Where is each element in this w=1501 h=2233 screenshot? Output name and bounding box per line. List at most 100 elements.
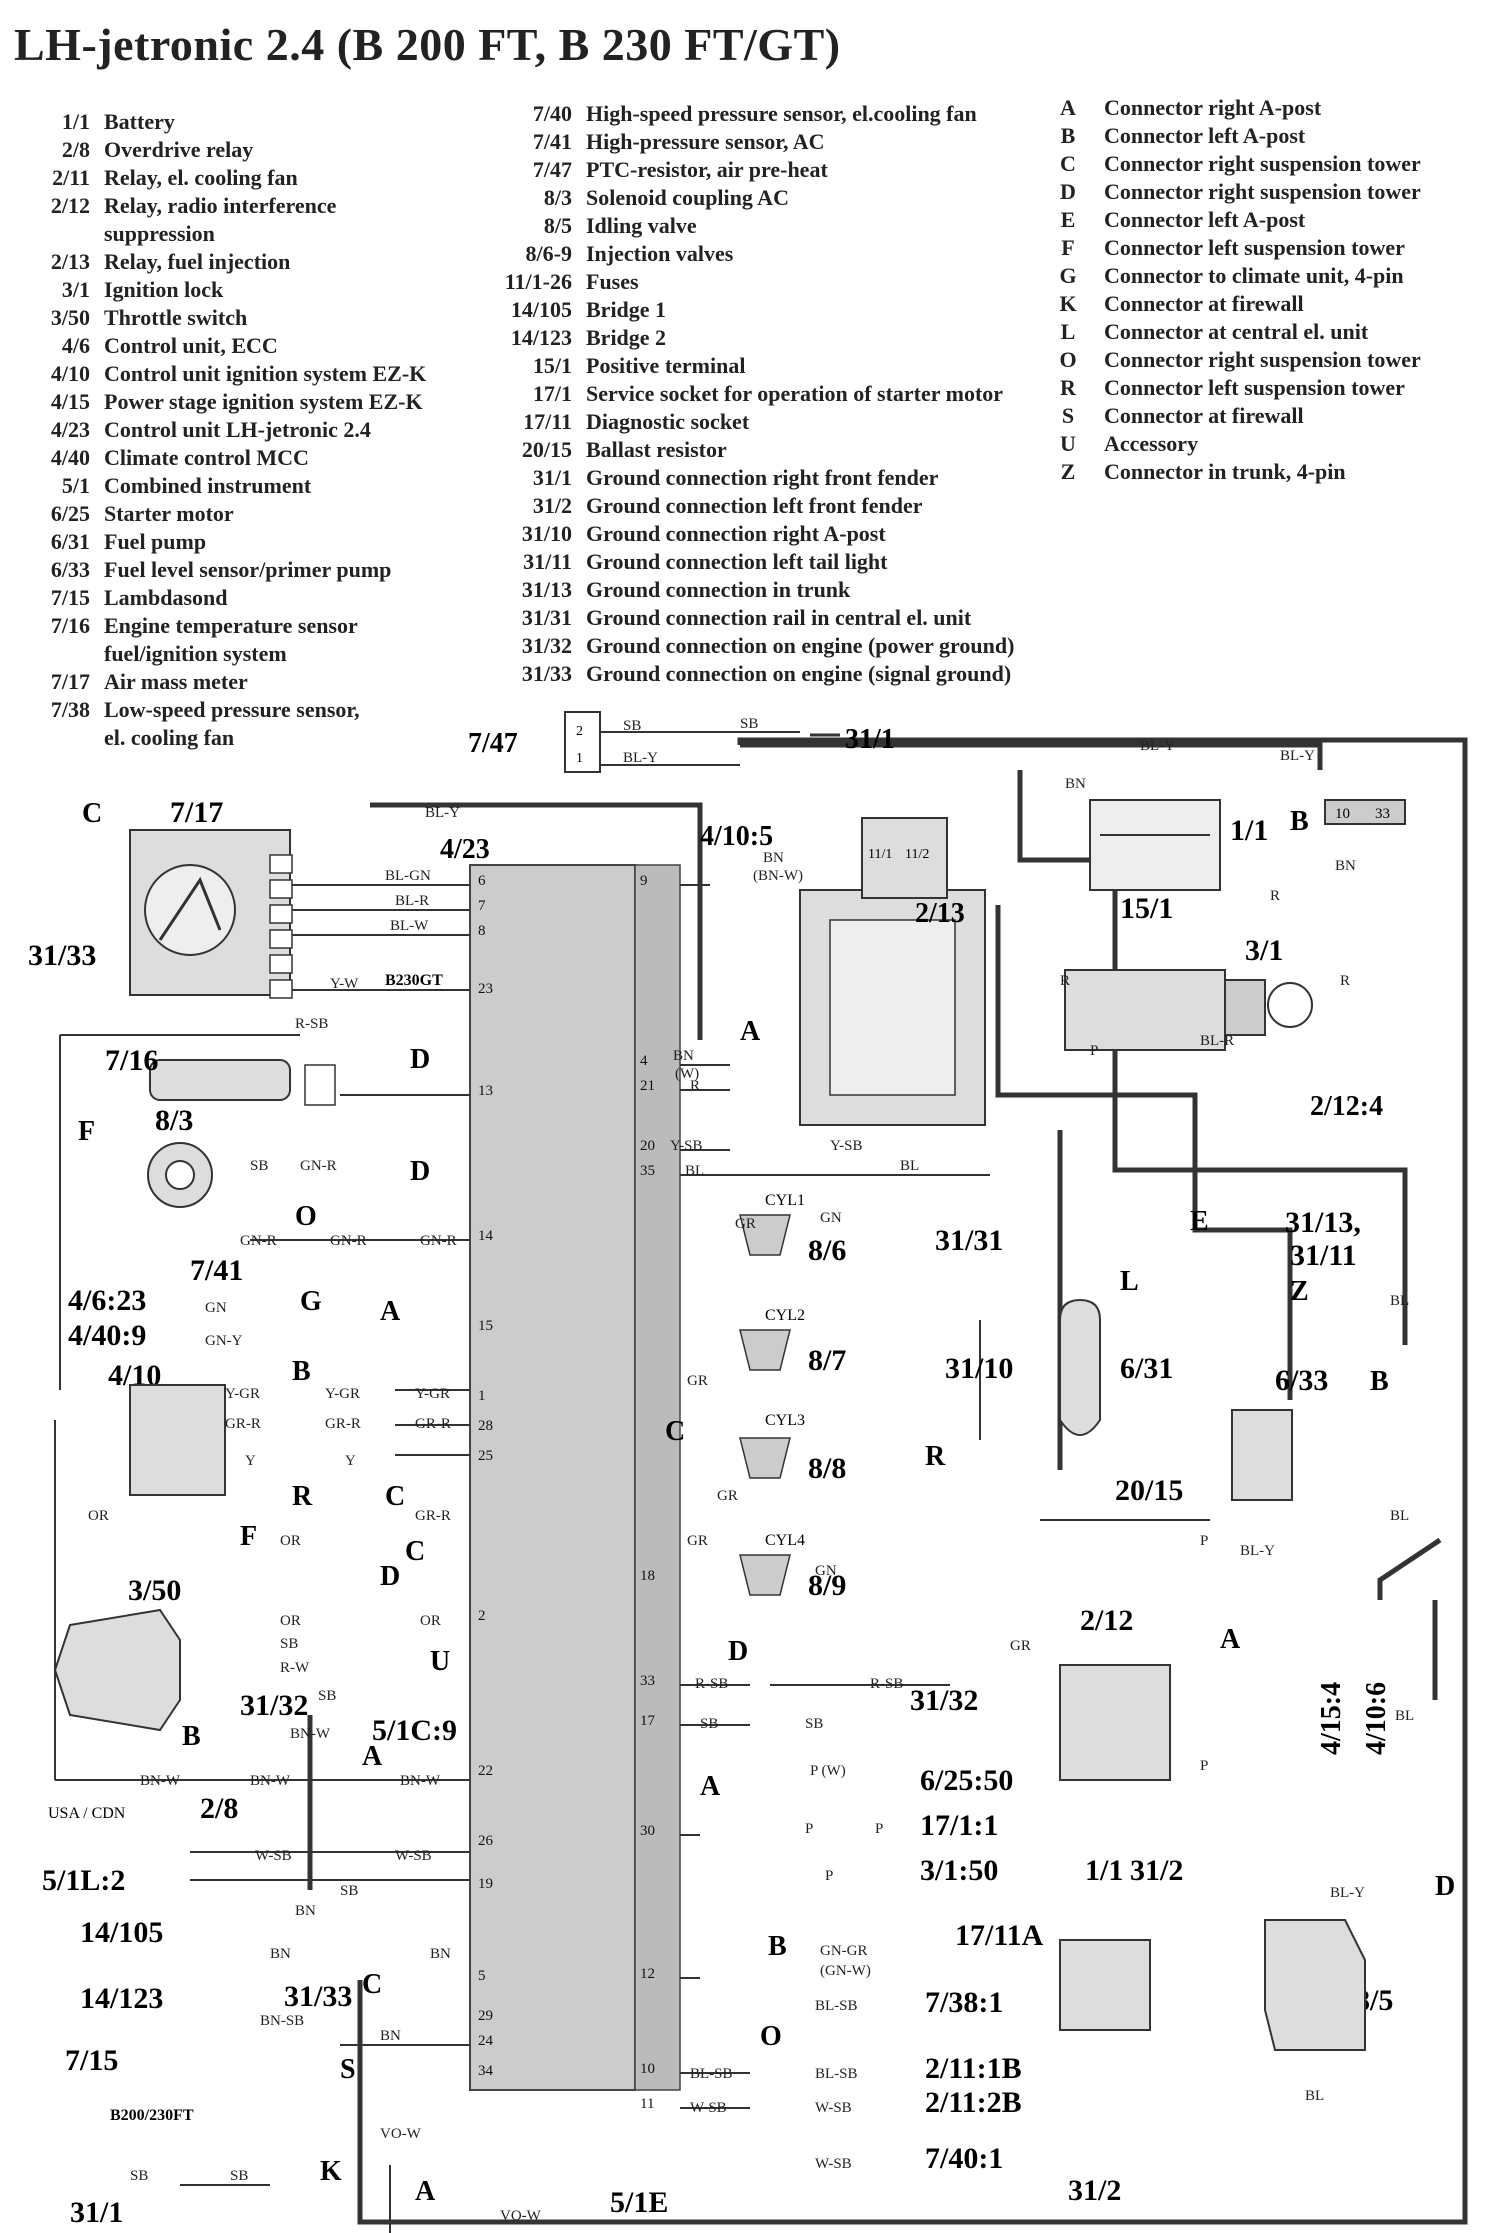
- legend-desc: Positive terminal: [586, 353, 746, 378]
- diagram-label: GR-R: [415, 1416, 451, 1432]
- legend-code: 5/1: [61, 473, 90, 498]
- diagram-label: BL-R: [395, 893, 429, 909]
- diagram-label: A: [1220, 1624, 1241, 1655]
- legend-desc: Throttle switch: [104, 305, 248, 330]
- label-starter: 6/25:50: [920, 1764, 1013, 1797]
- label-relay-fi: 2/13: [915, 898, 965, 929]
- legend-desc: Connector right suspension tower: [1104, 151, 1421, 176]
- label-gnd-1-1: 1/1: [1085, 1854, 1123, 1887]
- diagram-label: 28: [478, 1418, 493, 1434]
- diagram-label: BL-Y: [425, 805, 460, 821]
- label-ptc: 7/47: [468, 728, 518, 759]
- diagram-label: 15: [478, 1318, 493, 1334]
- diagram-label: S: [340, 2054, 356, 2085]
- diagram-label: 12: [640, 1966, 655, 1982]
- diagram-label: D: [410, 1044, 430, 1075]
- legend-desc: Ignition lock: [104, 277, 224, 302]
- diagram-label: D: [380, 1561, 400, 1592]
- label-diag: 17/11A: [955, 1919, 1044, 1952]
- legend-row: fuel/ignition system: [8, 640, 426, 668]
- diagram-label: D: [410, 1156, 430, 1187]
- fuse-11: 11/1 11/2: [861, 817, 948, 899]
- legend-row: suppression: [8, 220, 426, 248]
- diagram-label: R: [1340, 973, 1350, 989]
- label-relay-rf2: 2/12: [1080, 1604, 1133, 1637]
- diagram-label: SB: [700, 1716, 718, 1732]
- legend-code: 17/11: [523, 409, 572, 434]
- diagram-label: 23: [478, 981, 493, 997]
- legend-code: 2/12: [50, 193, 90, 218]
- label-fuel-pump: 6/31: [1120, 1352, 1173, 1385]
- label-level-sensor: 6/33: [1275, 1364, 1328, 1397]
- legend-desc: Idling valve: [586, 213, 697, 238]
- legend-desc: Connector to climate unit, 4-pin: [1104, 263, 1404, 288]
- label-variant2: B200/230FT: [110, 2107, 194, 2124]
- diagram-label: 18: [640, 1568, 655, 1584]
- legend-desc: Connector left A-post: [1104, 207, 1306, 232]
- legend-code: B: [1060, 123, 1076, 148]
- label-gnd-31-2a: 31/2: [1130, 1854, 1183, 1887]
- diagram-label: K: [320, 2156, 342, 2187]
- diagram-label: GR-R: [225, 1416, 261, 1432]
- diagram-label: P: [1090, 1043, 1098, 1059]
- diagram-label: 4: [640, 1053, 648, 1069]
- label-lambda: 7/15: [65, 2044, 118, 2077]
- diagram-label: B: [1290, 806, 1309, 837]
- legend-desc: Overdrive relay: [104, 137, 254, 162]
- legend-code: 7/40: [532, 101, 572, 126]
- label-ign-lock: 3/1: [1245, 934, 1283, 967]
- legend-desc: High-speed pressure sensor, el.cooling f…: [586, 101, 977, 126]
- legend-code: Z: [1060, 459, 1076, 484]
- legend-desc: Relay, el. cooling fan: [104, 165, 298, 190]
- legend-code: 31/32: [521, 633, 572, 658]
- diagram-label: P: [1200, 1533, 1208, 1549]
- legend-row: 3/1 Ignition lock: [8, 276, 426, 304]
- legend-desc: Ground connection on engine (power groun…: [586, 633, 1015, 658]
- label-gnd-31-10: 31/10: [945, 1352, 1013, 1385]
- label-temp-sensor: 7/16: [105, 1044, 158, 1077]
- legend-code: 7/17: [50, 669, 90, 694]
- diagram-label: SB: [623, 718, 641, 734]
- label-relay-rf: 2/12:4: [1310, 1091, 1383, 1122]
- diagram-label: W-SB: [690, 2100, 727, 2116]
- diagram-label: BN-SB: [260, 2013, 304, 2029]
- diagram-label: SB: [318, 1688, 336, 1704]
- diagram-label: B: [182, 1721, 201, 1752]
- legend-desc: Connector left suspension tower: [1104, 375, 1405, 400]
- diagram-label: Y-SB: [830, 1138, 863, 1154]
- diagram-label: R: [690, 1078, 700, 1094]
- diagram-label: GN-R: [240, 1233, 277, 1249]
- legend-code: 6/31: [50, 529, 90, 554]
- label-throttle: 3/50: [128, 1574, 181, 1607]
- air-mass-meter-7-17: 7/17: [129, 796, 293, 999]
- label-solenoid: 8/3: [155, 1104, 193, 1137]
- legend-desc: Connector at firewall: [1104, 291, 1304, 316]
- label-service: 17/1:1: [920, 1809, 998, 1842]
- legend-desc: Control unit LH-jetronic 2.4: [104, 417, 371, 442]
- diagram-label: W-SB: [255, 1848, 292, 1864]
- legend-code: 3/1: [61, 277, 90, 302]
- ptc-resistor-7-47: 21 7/47 31/1: [468, 711, 895, 773]
- diagram-label: BN: [673, 1048, 694, 1064]
- diagram-label: 13: [478, 1083, 493, 1099]
- diagram-label: P: [805, 1821, 813, 1837]
- diagram-label: SB: [130, 2168, 148, 2184]
- diagram-label: 11/1: [868, 847, 892, 862]
- diagram-label: 9: [640, 873, 648, 889]
- diagram-label: O: [295, 1201, 317, 1232]
